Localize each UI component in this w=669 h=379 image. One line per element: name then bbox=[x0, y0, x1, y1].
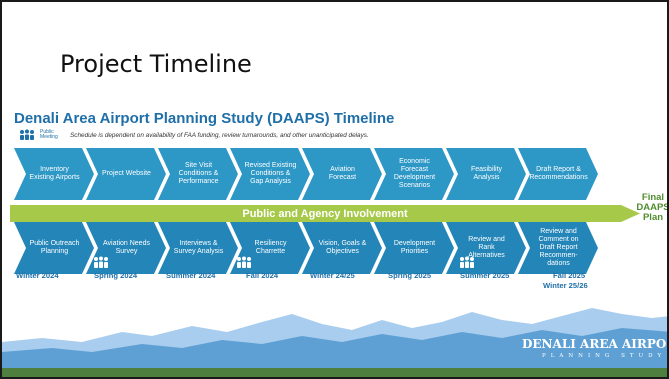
bottom-step-label: Aviation Needs Survey bbox=[103, 240, 150, 255]
slide-title: Project Timeline bbox=[60, 50, 252, 78]
involvement-band: Public and Agency Involvement bbox=[10, 205, 640, 222]
bottom-step-label: Review and Rank Alternatives bbox=[468, 236, 505, 259]
public-meeting-icon bbox=[460, 256, 474, 268]
bottom-step-5: Vision, Goals & Objectives bbox=[302, 222, 382, 274]
top-step-5: Aviation Forecast bbox=[302, 148, 382, 200]
ground-strip bbox=[2, 368, 667, 377]
date-label: Fall 2025 bbox=[553, 271, 586, 280]
top-step-label: Site Visit Conditions & Performance bbox=[178, 162, 219, 185]
top-step-8: Draft Report & Recommendations bbox=[518, 148, 598, 200]
bottom-step-7: Review and Rank Alternatives bbox=[446, 222, 526, 274]
top-step-4: Revised Existing Conditions & Gap Analys… bbox=[230, 148, 310, 200]
public-meeting-icon bbox=[20, 129, 34, 140]
bottom-step-3: Interviews & Survey Analysis bbox=[158, 222, 238, 274]
involvement-band-label: Public and Agency Involvement bbox=[242, 207, 408, 220]
top-step-7: Feasibility Analysis bbox=[446, 148, 526, 200]
bottom-step-1: Public Outreach Planning bbox=[14, 222, 94, 274]
top-step-3: Site Visit Conditions & Performance bbox=[158, 148, 238, 200]
date-label: Winter 25/26 bbox=[543, 281, 588, 290]
date-label: Summer 2024 bbox=[166, 271, 216, 280]
date-label: Spring 2024 bbox=[94, 271, 138, 280]
public-meeting-icon bbox=[94, 256, 108, 268]
top-step-label: Feasibility Analysis bbox=[470, 166, 503, 181]
bottom-step-label: Resiliency Charrette bbox=[254, 240, 287, 255]
mountain-backdrop bbox=[2, 308, 667, 368]
schedule-note: Schedule is dependent on availability of… bbox=[70, 131, 369, 139]
date-label: Winter 2024 bbox=[16, 271, 59, 280]
top-step-2: Project Website bbox=[86, 148, 166, 200]
date-label: Winter 24/25 bbox=[310, 271, 355, 280]
date-label: Spring 2025 bbox=[388, 271, 432, 280]
date-label: Fall 2024 bbox=[246, 271, 279, 280]
bottom-step-6: Development Priorities bbox=[374, 222, 454, 274]
top-step-label: Inventory Existing Airports bbox=[29, 166, 80, 181]
bottom-step-label: Development Priorities bbox=[393, 240, 436, 255]
final-plan-label: Final DAAPS Plan bbox=[636, 192, 669, 223]
top-step-label: Draft Report & Recommendations bbox=[529, 166, 588, 181]
bottom-step-8: Review and Comment on Draft Report Recom… bbox=[518, 222, 598, 274]
top-step-6: Economic Forecast Development Scenarios bbox=[374, 148, 454, 200]
top-step-1: Inventory Existing Airports bbox=[14, 148, 94, 200]
date-label: Summer 2025 bbox=[460, 271, 510, 280]
top-step-label: Project Website bbox=[102, 170, 151, 177]
timeline-title: Denali Area Airport Planning Study (DAAP… bbox=[14, 110, 395, 127]
legend-row: Public Meeting Schedule is dependent on … bbox=[18, 128, 369, 142]
top-step-label: Economic Forecast Development Scenarios bbox=[393, 158, 436, 189]
bottom-step-label: Vision, Goals & Objectives bbox=[318, 240, 367, 255]
logo-subtitle: PLANNING STUDY bbox=[542, 353, 667, 359]
bottom-step-label: Review and Comment on Draft Report Recom… bbox=[538, 228, 579, 267]
public-meeting-icon bbox=[237, 256, 251, 268]
bottom-step-label: Public Outreach Planning bbox=[29, 240, 80, 255]
legend-label: Public Meeting bbox=[40, 129, 58, 140]
logo-title: DENALI AREA AIRPORT bbox=[522, 337, 669, 351]
top-step-label: Aviation Forecast bbox=[328, 166, 357, 181]
bottom-step-label: Interviews & Survey Analysis bbox=[173, 240, 224, 255]
top-step-label: Revised Existing Conditions & Gap Analys… bbox=[244, 162, 297, 185]
